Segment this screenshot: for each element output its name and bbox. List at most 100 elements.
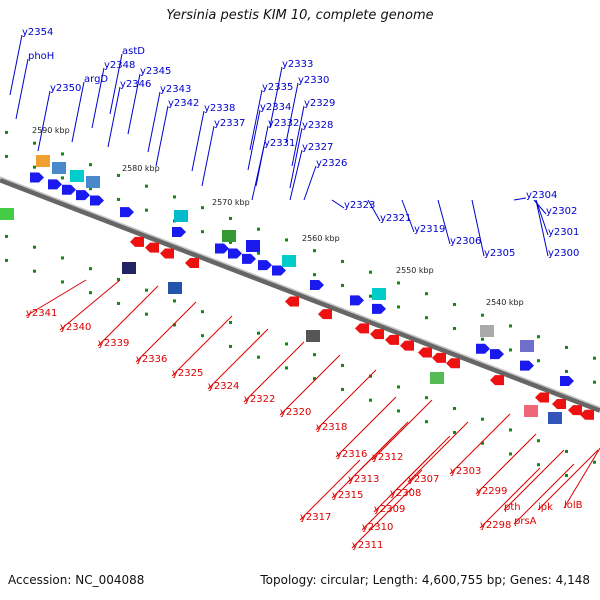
tick-mark: [481, 441, 484, 445]
tick-mark: [145, 208, 148, 212]
label-leader: [513, 197, 527, 201]
tick-mark: [5, 258, 8, 262]
tick-mark: [565, 369, 568, 373]
forward-gene-arrow: [350, 295, 364, 306]
forward-gene-label: y2319: [414, 224, 445, 235]
tick-mark: [33, 269, 36, 273]
reverse-gene-label: y2316: [336, 449, 367, 460]
forward-gene-arrow: [310, 280, 324, 291]
label-leader: [351, 487, 413, 549]
gene-category-block: [168, 282, 182, 294]
label-leader: [563, 447, 600, 509]
tick-mark: [593, 460, 596, 464]
tick-mark: [369, 270, 372, 274]
tick-mark: [453, 302, 456, 306]
label-leader-lines: [9, 34, 600, 549]
reverse-gene-label: y2299: [476, 486, 507, 497]
forward-gene-label: y2302: [546, 206, 577, 217]
scale-label: 2560 kbp: [302, 234, 340, 243]
tick-mark: [61, 256, 64, 260]
forward-gene-arrow: [215, 243, 229, 254]
tick-mark: [593, 380, 596, 384]
tick-mark: [33, 165, 36, 169]
tick-mark: [257, 227, 260, 231]
tick-mark: [481, 337, 484, 341]
forward-gene-label: y2334: [260, 102, 291, 113]
reverse-gene-arrow: [285, 296, 299, 307]
genome-summary-text: Topology: circular; Length: 4,600,755 bp…: [260, 573, 590, 587]
forward-gene-label: y2332: [268, 118, 299, 129]
tick-mark: [89, 267, 92, 271]
reverse-gene-arrow: [432, 352, 446, 363]
label-leader: [243, 341, 305, 403]
label-leader: [471, 199, 485, 257]
gene-category-block: [430, 372, 444, 384]
forward-gene-label: y2301: [548, 227, 579, 238]
forward-gene-label: y2348: [104, 60, 135, 71]
forward-gene-label: y2337: [214, 118, 245, 129]
gene-category-block: [174, 210, 188, 222]
reverse-gene-label: y2303: [450, 466, 481, 477]
label-leader: [535, 199, 549, 257]
label-leader: [335, 396, 397, 458]
forward-gene-label: y2330: [298, 75, 329, 86]
reverse-gene-label: y2317: [300, 512, 331, 523]
tick-mark: [509, 324, 512, 328]
tick-mark: [397, 409, 400, 413]
tick-mark: [89, 291, 92, 295]
tick-mark: [341, 283, 344, 287]
forward-gene-label: y2338: [204, 103, 235, 114]
gene-category-block: [122, 262, 136, 274]
forward-gene-label: y2345: [140, 66, 171, 77]
label-leader: [191, 110, 205, 172]
reverse-gene-arrow: [370, 329, 384, 340]
page-title: Yersinia pestis KIM 10, complete genome: [166, 8, 434, 23]
tick-mark: [117, 277, 120, 281]
forward-gene-arrow: [520, 360, 534, 371]
gene-category-block: [246, 240, 260, 252]
label-leader: [535, 199, 549, 236]
tick-mark: [173, 323, 176, 327]
tick-mark: [369, 398, 372, 402]
tick-mark: [33, 245, 36, 249]
tick-mark: [425, 396, 428, 400]
label-leader: [299, 459, 361, 521]
label-leader: [171, 315, 233, 377]
forward-gene-arrow: [560, 376, 574, 387]
forward-gene-arrow: [62, 184, 76, 195]
reverse-gene-label: y2336: [136, 354, 167, 365]
gene-category-block: [36, 155, 50, 167]
label-leader: [97, 285, 159, 347]
reverse-gene-arrow: [400, 340, 414, 351]
scale-label: 2580 kbp: [122, 164, 160, 173]
forward-gene-label: astD: [122, 46, 145, 57]
tick-mark: [201, 310, 204, 314]
tick-mark: [5, 130, 8, 134]
tick-mark: [453, 406, 456, 410]
tick-mark: [509, 452, 512, 456]
reverse-gene-arrow: [580, 409, 594, 420]
label-leader: [269, 66, 283, 128]
reverse-gene-label: y2312: [372, 452, 403, 463]
reverse-gene-label: y2339: [98, 338, 129, 349]
label-leader: [289, 127, 303, 189]
label-leader: [389, 435, 451, 497]
reverse-gene-arrow: [318, 309, 332, 320]
tick-mark: [481, 313, 484, 317]
forward-gene-label: y2306: [450, 236, 481, 247]
tick-mark: [145, 184, 148, 188]
gene-category-block: [0, 208, 14, 220]
scale-label: 2570 kbp: [212, 198, 250, 207]
tick-mark: [313, 273, 316, 277]
forward-gene-label: phoH: [28, 51, 54, 62]
tick-marks: [5, 130, 596, 477]
gene-category-block: [86, 176, 100, 188]
label-leader: [371, 399, 433, 461]
tick-mark: [565, 345, 568, 349]
tick-mark: [61, 176, 64, 180]
tick-mark: [145, 312, 148, 316]
forward-gene-arrow: [272, 265, 286, 276]
tick-mark: [593, 356, 596, 360]
tick-mark: [481, 417, 484, 421]
